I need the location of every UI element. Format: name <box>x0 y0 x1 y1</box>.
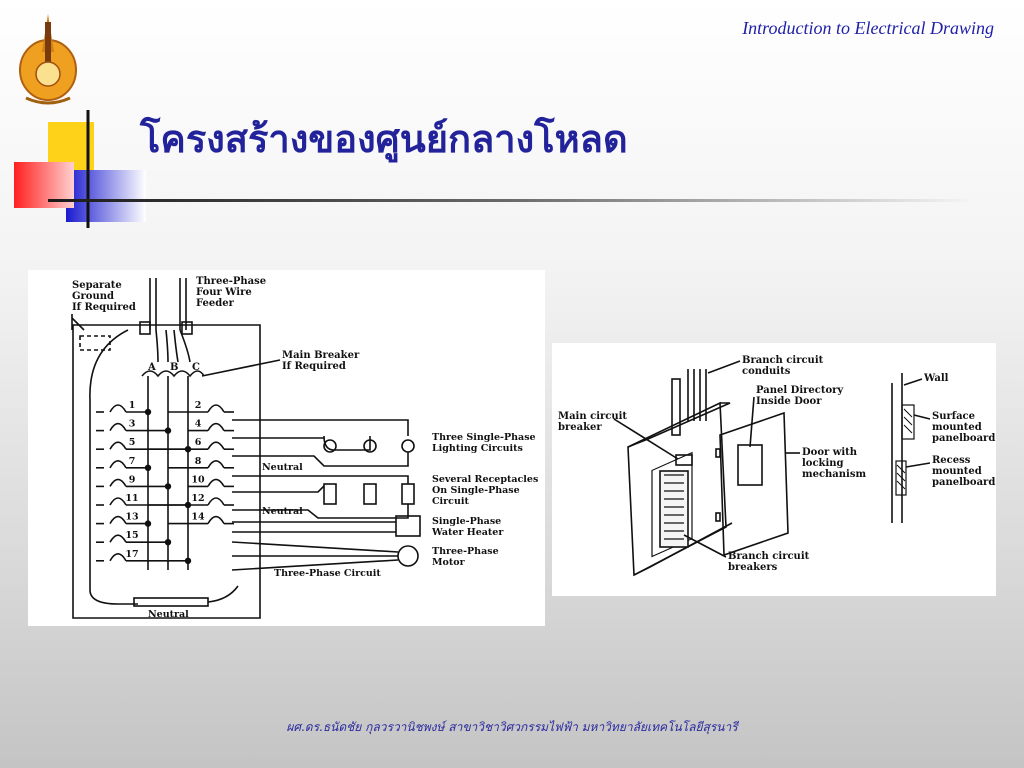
circuit-number-5: 5 <box>129 437 136 448</box>
branch-breakers-label-1: Branch circuit <box>728 551 810 562</box>
phase-b-label: B <box>170 362 178 373</box>
bus-junction <box>164 483 172 490</box>
recess-label-3: panelboard <box>932 477 995 488</box>
course-title: Introduction to Electrical Drawing <box>742 18 994 38</box>
breaker-symbol <box>109 404 127 413</box>
circuit-number-17: 17 <box>125 549 138 560</box>
university-logo <box>19 14 77 105</box>
breaker-symbol <box>109 422 127 432</box>
branch-breakers-label-2: breakers <box>728 562 778 573</box>
breaker-symbol <box>207 441 225 450</box>
door-label-3: mechanism <box>802 469 866 480</box>
separate-ground-label-3: If Required <box>72 302 136 313</box>
title-underline <box>48 199 972 202</box>
phase-a-label: A <box>147 362 156 373</box>
neutral-label-1: Neutral <box>262 462 303 473</box>
feeder-label-3: Feeder <box>196 298 235 309</box>
door-label-2: locking <box>802 458 844 469</box>
receptacles-label-2: On Single-Phase <box>432 485 520 496</box>
bus-junction <box>144 408 152 416</box>
panel-directory-label-1: Panel Directory <box>756 385 844 396</box>
recess-label-1: Recess <box>932 455 971 466</box>
surface-label-2: mounted <box>932 422 982 433</box>
breaker-symbol <box>207 422 225 432</box>
circuit-number-14: 14 <box>191 512 205 523</box>
bus-junction <box>164 539 172 546</box>
motor-label-2: Motor <box>432 557 466 568</box>
panelboard-illustration: Branch circuit conduits Main circuit bre… <box>552 343 996 596</box>
load-center-wiring-diagram: Separate Ground If Required Three-Phase … <box>28 270 545 626</box>
breaker-symbol <box>109 460 127 469</box>
separate-ground-label-1: Separate <box>72 280 122 291</box>
circuit-number-1: 1 <box>129 400 136 411</box>
breaker-symbol <box>109 515 127 525</box>
door-label-1: Door with <box>802 447 858 458</box>
circuit-number-8: 8 <box>195 456 202 467</box>
circuit-number-2: 2 <box>195 400 202 411</box>
breaker-symbol <box>207 515 225 525</box>
circuit-number-7: 7 <box>129 456 136 467</box>
bus-junction <box>184 557 192 564</box>
circuit-number-9: 9 <box>129 474 136 485</box>
circuit-number-10: 10 <box>191 474 205 485</box>
main-breaker-label-2: If Required <box>282 361 346 372</box>
breaker-symbol <box>207 497 225 506</box>
circuit-number-13: 13 <box>125 512 138 523</box>
phase-c-label: C <box>192 362 200 373</box>
neutral-label-2: Neutral <box>262 506 303 517</box>
surface-label-3: panelboard <box>932 433 995 444</box>
breaker-symbol <box>109 497 127 506</box>
branch-conduits-label-2: conduits <box>742 366 791 377</box>
breaker-symbol <box>109 534 127 543</box>
bus-junction <box>164 427 172 434</box>
bus-junction <box>144 520 152 527</box>
water-heater-label-1: Single-Phase <box>432 516 501 527</box>
circuit-number-6: 6 <box>195 437 202 448</box>
recess-label-2: mounted <box>932 466 982 477</box>
lighting-label-1: Three Single-Phase <box>432 432 536 443</box>
motor-label-1: Three-Phase <box>432 546 499 557</box>
circuit-number-11: 11 <box>125 493 138 504</box>
breaker-symbol <box>109 553 127 562</box>
main-breaker-label-1: Main Breaker <box>282 350 360 361</box>
breaker-symbol <box>109 441 127 450</box>
bus-junction <box>144 464 152 472</box>
branch-conduits-label-1: Branch circuit <box>742 355 824 366</box>
circuit-number-4: 4 <box>195 419 202 430</box>
main-breaker-label-2: breaker <box>558 422 602 433</box>
breaker-symbol <box>207 404 225 413</box>
three-phase-circuit-label: Three-Phase Circuit <box>274 568 381 579</box>
breaker-symbol <box>109 478 127 487</box>
main-breaker-label-1: Main circuit <box>558 411 627 422</box>
circuit-number-15: 15 <box>125 530 138 541</box>
receptacles-label-1: Several Receptacles <box>432 474 538 485</box>
lighting-label-2: Lighting Circuits <box>432 443 523 454</box>
panel-directory-label-2: Inside Door <box>756 396 822 407</box>
surface-label-1: Surface <box>932 411 975 422</box>
feeder-label-1: Three-Phase <box>196 276 266 287</box>
slide-title: โครงสร้างของศูนย์กลางโหลด <box>140 116 628 161</box>
breaker-symbol <box>207 460 225 469</box>
feeder-label-2: Four Wire <box>196 287 252 298</box>
wall-label: Wall <box>923 373 949 384</box>
circuit-number-12: 12 <box>191 493 204 504</box>
water-heater-label-2: Water Heater <box>431 527 504 538</box>
footer-credit: ผศ.ดร.ธนัดชัย กุลวรวานิชพงษ์ สาขาวิชาวิศ… <box>286 720 738 734</box>
separate-ground-label-2: Ground <box>72 291 114 302</box>
neutral-bus-label: Neutral <box>148 609 189 620</box>
decorative-squares <box>14 110 154 228</box>
receptacles-label-3: Circuit <box>432 496 469 507</box>
circuit-number-3: 3 <box>129 419 136 430</box>
breaker-symbol <box>207 478 225 487</box>
